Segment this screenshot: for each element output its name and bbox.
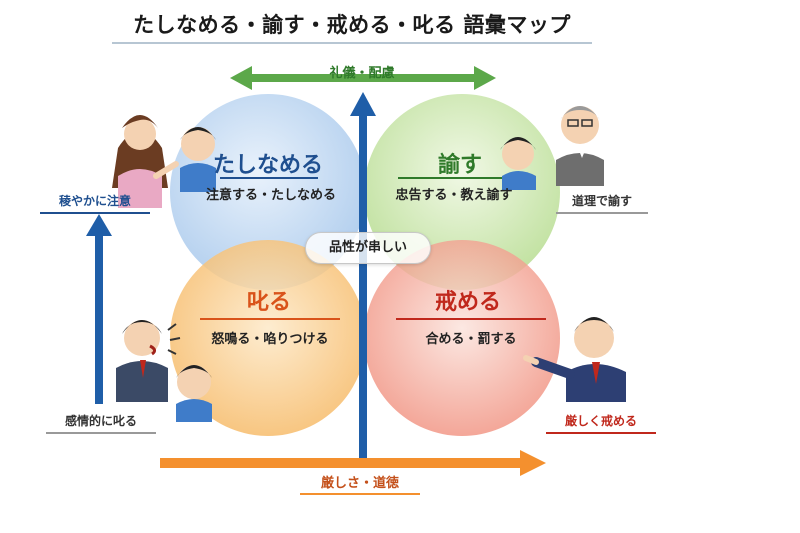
severity-axis-underline bbox=[300, 493, 420, 495]
side-label-bottom-left: 感情的に叱る bbox=[46, 412, 156, 434]
tashinameru-rule bbox=[220, 177, 318, 179]
tashinameru-title: たしなめる bbox=[212, 153, 323, 178]
tashinameru-desc: 注意する・たしなめる bbox=[206, 188, 337, 203]
title-underline bbox=[112, 42, 592, 44]
angry-man-shouting-icon bbox=[116, 320, 181, 402]
shikaru-title: 叱る bbox=[246, 290, 291, 315]
satosu-title: 諭す bbox=[437, 153, 482, 178]
shikaru-desc: 怒鳴る・啗りつける bbox=[211, 332, 329, 347]
imashimeru-title: 戒める bbox=[434, 290, 501, 315]
elder-man-advising-icon bbox=[556, 106, 604, 186]
imashimeru-desc: 合める・罰する bbox=[425, 332, 517, 347]
center-overlap-label: 品性が串しい bbox=[305, 232, 431, 264]
side-label-top-right: 道理で諭す bbox=[556, 192, 648, 214]
severity-axis-arrow bbox=[160, 450, 546, 476]
imashimeru-rule bbox=[396, 318, 546, 320]
side-label-bottom-right: 厳しく戒める bbox=[546, 412, 656, 434]
strict-man-pointing-icon bbox=[523, 317, 626, 402]
circle-shikaru bbox=[170, 240, 366, 436]
circle-imashimeru bbox=[364, 240, 560, 436]
mother-scolding-child-icon bbox=[112, 115, 216, 208]
satosu-desc: 忠告する・教え諭す bbox=[395, 188, 513, 203]
shikaru-rule bbox=[200, 318, 340, 320]
politeness-axis-label: 礼儀・配慮 bbox=[329, 66, 395, 81]
politeness-axis-arrow bbox=[230, 66, 496, 90]
left-vertical-arrow bbox=[86, 214, 112, 404]
child-listening-icon bbox=[500, 137, 536, 190]
side-label-top-left: 稜やかに注意 bbox=[40, 192, 150, 214]
severity-axis-label: 厳しさ・道徳 bbox=[300, 472, 420, 495]
vertical-axis-arrow bbox=[350, 92, 376, 462]
crying-child-icon bbox=[176, 365, 212, 422]
satosu-rule bbox=[398, 177, 502, 179]
page-title: たしなめる・諭す・戒める・叱る 語彙マップ bbox=[133, 13, 571, 37]
